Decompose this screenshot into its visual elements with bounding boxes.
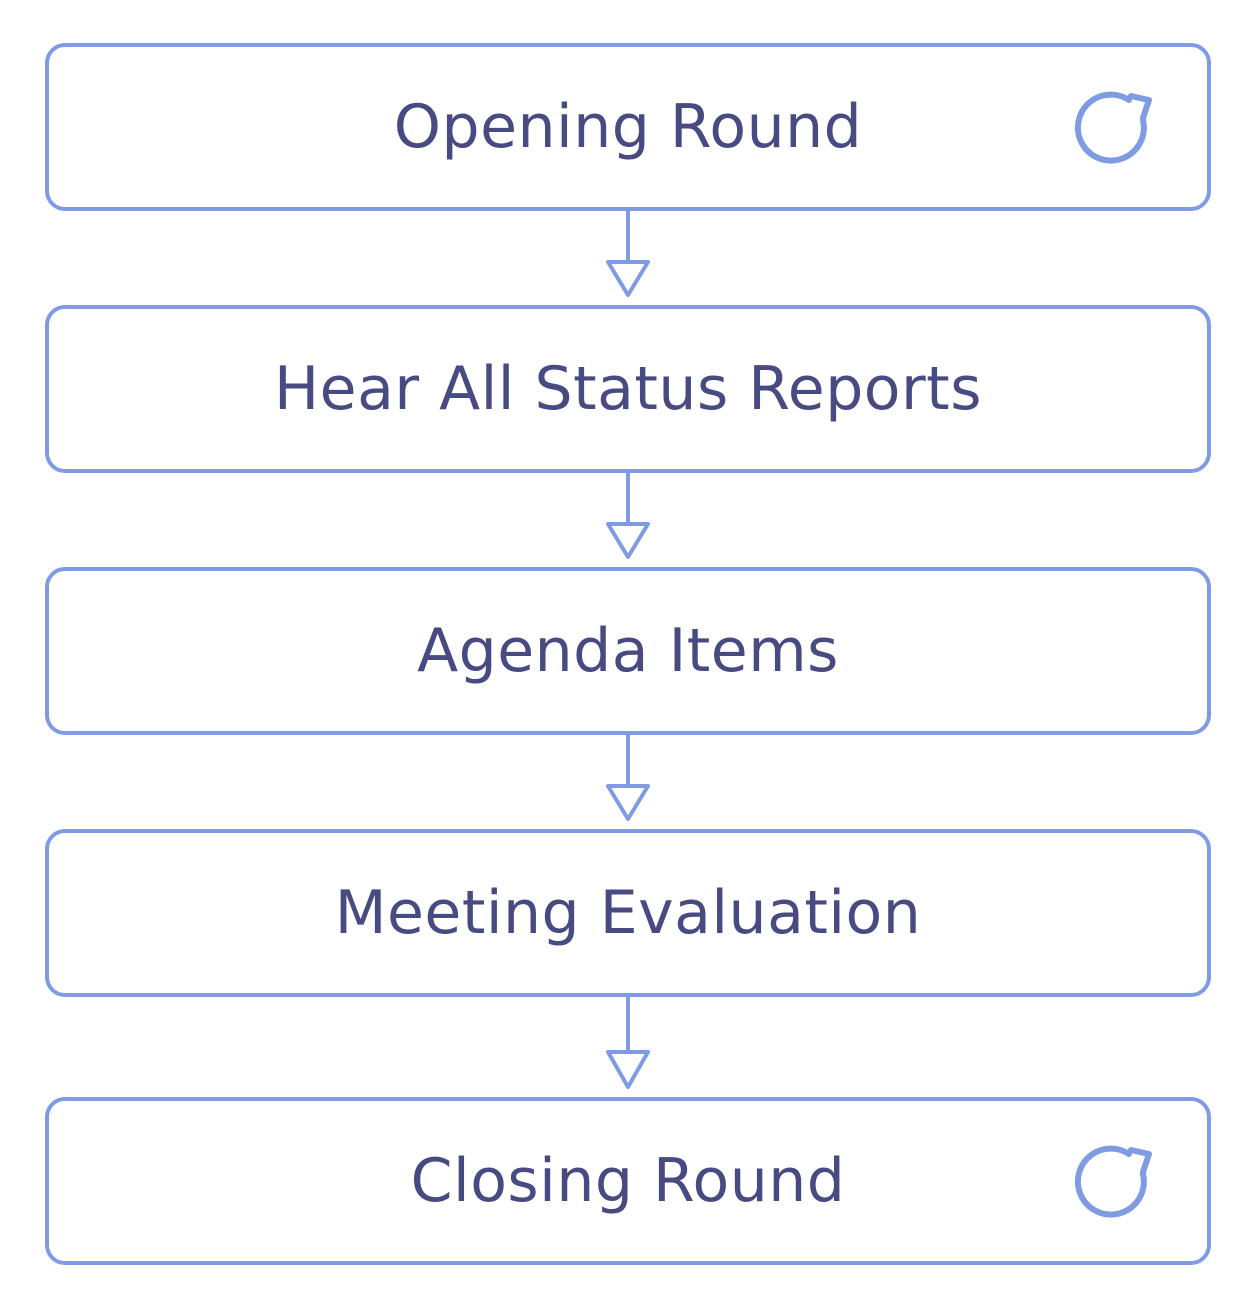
step-closing-round: Closing Round — [45, 1097, 1211, 1265]
step-opening-round: Opening Round — [45, 43, 1211, 211]
step-label: Meeting Evaluation — [334, 878, 922, 948]
step-label: Closing Round — [410, 1146, 846, 1216]
step-hear-all-status-reports: Hear All Status Reports — [45, 305, 1211, 473]
step-meeting-evaluation: Meeting Evaluation — [45, 829, 1211, 997]
arrow-3 — [606, 735, 650, 821]
step-label: Hear All Status Reports — [274, 354, 982, 424]
arrow-2 — [606, 473, 650, 559]
step-label: Opening Round — [393, 92, 863, 162]
arrow-1 — [606, 211, 650, 297]
step-agenda-items: Agenda Items — [45, 567, 1211, 735]
step-label: Agenda Items — [417, 616, 839, 686]
refresh-icon — [1074, 1145, 1152, 1218]
refresh-icon — [1074, 91, 1152, 164]
arrow-4 — [606, 997, 650, 1089]
